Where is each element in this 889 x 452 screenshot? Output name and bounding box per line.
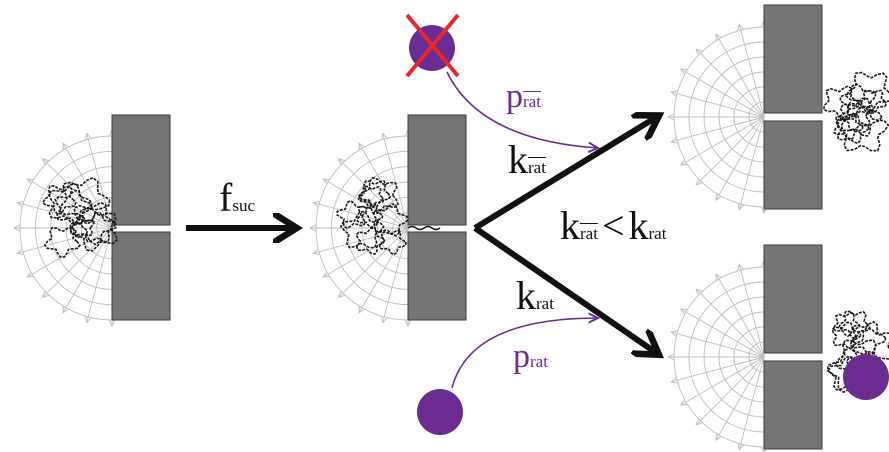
label-p-top-sub: rat bbox=[523, 92, 541, 111]
label-k-bottom-sub: rat bbox=[536, 294, 554, 313]
guide-spoke bbox=[716, 357, 764, 440]
label-ineq-right-main: k bbox=[629, 203, 649, 248]
guide-spoke bbox=[696, 357, 764, 425]
label-p-top: prat bbox=[506, 80, 541, 114]
label-p-bottom-sub: rat bbox=[530, 352, 548, 371]
guide-spoke bbox=[87, 133, 112, 228]
guide-spoke bbox=[671, 357, 764, 382]
guide-spoke bbox=[681, 117, 764, 165]
guide-spoke bbox=[716, 117, 764, 200]
guide-spoke bbox=[739, 357, 764, 450]
guide-spoke bbox=[739, 117, 764, 210]
polymer-threaded-segment bbox=[408, 227, 440, 230]
label-ineq-left-sub: rat bbox=[580, 224, 598, 243]
wall-upper-4 bbox=[764, 245, 822, 353]
label-fsuc-sub: suc bbox=[232, 196, 255, 215]
label-k-bottom: krat bbox=[516, 276, 554, 316]
panel-threaded bbox=[310, 115, 466, 326]
label-p-bottom-main: p bbox=[513, 338, 530, 375]
label-fsuc-main: f bbox=[219, 175, 232, 220]
particle-bottom bbox=[417, 389, 463, 435]
guide-spoke bbox=[27, 228, 112, 277]
wall-lower-4 bbox=[764, 361, 822, 449]
label-k-top-main: k bbox=[508, 137, 528, 182]
guide-spoke bbox=[359, 228, 408, 313]
guide-spoke bbox=[339, 228, 408, 297]
wall-lower-3 bbox=[764, 121, 822, 209]
polymer-loop bbox=[850, 322, 885, 354]
polymer-loop bbox=[45, 228, 80, 257]
panel-translocated-top bbox=[668, 5, 889, 213]
radial-guide-left-4 bbox=[668, 261, 767, 452]
label-ineq-right-sub: rat bbox=[649, 224, 667, 243]
guide-spoke bbox=[681, 69, 764, 117]
guide-spoke bbox=[359, 143, 408, 228]
polymer-loop bbox=[834, 313, 859, 336]
wall-upper-2 bbox=[408, 115, 466, 225]
panel-initial bbox=[14, 115, 170, 326]
guide-spoke bbox=[716, 274, 764, 357]
polymer-coil-3 bbox=[824, 73, 889, 151]
label-k-top: krat bbox=[508, 140, 546, 180]
particle-bound bbox=[843, 354, 889, 400]
wall-lower-2 bbox=[408, 232, 466, 320]
guide-spoke bbox=[716, 34, 764, 117]
radial-guide-left-1 bbox=[14, 130, 115, 326]
polymer-coil-1 bbox=[43, 178, 118, 257]
wall-upper-1 bbox=[112, 115, 170, 225]
label-p-bottom: prat bbox=[513, 340, 548, 374]
guide-spoke bbox=[383, 133, 408, 228]
guide-spoke bbox=[681, 309, 764, 357]
guide-spoke bbox=[671, 117, 764, 142]
label-fsuc: fsuc bbox=[219, 178, 255, 218]
wall-lower-1 bbox=[112, 232, 170, 320]
guide-spoke bbox=[681, 357, 764, 405]
label-ineq-left-main: k bbox=[560, 203, 580, 248]
guide-spoke bbox=[739, 24, 764, 117]
label-k-top-sub: rat bbox=[528, 158, 546, 177]
panel-translocated-bottom bbox=[668, 245, 889, 452]
guide-spoke bbox=[671, 332, 764, 357]
guide-spoke bbox=[383, 228, 408, 323]
label-ineq-op: < bbox=[602, 203, 625, 248]
radial-guide-left-2 bbox=[310, 130, 411, 326]
guide-spoke bbox=[696, 49, 764, 117]
label-k-bottom-main: k bbox=[516, 273, 536, 318]
label-p-top-main: p bbox=[506, 78, 523, 115]
guide-spoke bbox=[696, 289, 764, 357]
guide-spoke bbox=[696, 117, 764, 185]
radial-guide-left-3 bbox=[668, 21, 767, 213]
guide-spoke bbox=[671, 92, 764, 117]
wall-upper-3 bbox=[764, 5, 822, 113]
polymer-loop bbox=[55, 190, 92, 224]
guide-spoke bbox=[63, 143, 112, 228]
guide-spoke bbox=[17, 228, 112, 253]
guide-spoke bbox=[339, 159, 408, 228]
label-inequality: krat<krat bbox=[560, 206, 666, 246]
guide-spoke bbox=[739, 264, 764, 357]
